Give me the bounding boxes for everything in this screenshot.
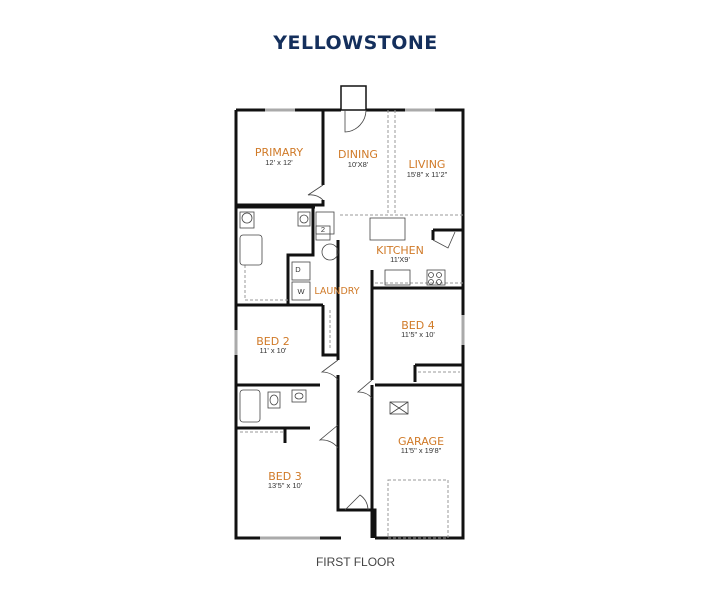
room-bed3: BED 3 13'5" x 10' xyxy=(268,470,303,490)
room-name: BED 3 xyxy=(268,470,301,483)
room-bed4: BED 4 11'5" x 10' xyxy=(401,319,435,339)
interior-walls xyxy=(236,110,463,538)
room-size: 10'X8' xyxy=(348,160,369,169)
windows xyxy=(234,108,465,540)
room-size: 15'8" x 11'2" xyxy=(407,170,448,179)
room-garage: GARAGE 11'5" x 19'8" xyxy=(398,435,444,455)
room-primary: PRIMARY 12' x 12' xyxy=(255,146,303,167)
room-size: 11'X9' xyxy=(390,255,410,264)
room-bed2: BED 2 11' x 10' xyxy=(256,335,289,355)
washer-label: W xyxy=(297,287,305,296)
room-dining: DINING 10'X8' xyxy=(338,148,378,169)
plan-title: YELLOWSTONE xyxy=(273,32,438,54)
floor-caption: FIRST FLOOR xyxy=(315,555,396,569)
room-name: BED 2 xyxy=(256,335,289,348)
room-name: KITCHEN xyxy=(376,244,424,257)
room-name: LAUNDRY xyxy=(314,286,359,297)
room-name: GARAGE xyxy=(398,435,444,448)
room-size: 11'5" x 19'8" xyxy=(401,446,442,455)
room-name: BED 4 xyxy=(401,319,434,332)
room-name: PRIMARY xyxy=(255,146,303,159)
room-size: 11' x 10' xyxy=(260,346,287,355)
fixtures xyxy=(239,211,446,423)
room-size: 13'5" x 10' xyxy=(268,481,303,490)
water-heater-label: 2 xyxy=(321,225,325,234)
room-size: 11'5" x 10' xyxy=(401,330,435,339)
doors xyxy=(307,109,456,511)
room-laundry: LAUNDRY xyxy=(314,286,359,297)
room-living: LIVING 15'8" x 11'2" xyxy=(407,158,448,179)
room-name: DINING xyxy=(338,148,378,161)
dryer-label: D xyxy=(295,265,301,274)
room-size: 12' x 12' xyxy=(265,158,293,167)
room-kitchen: KITCHEN 11'X9' xyxy=(376,244,424,264)
dashed-lines xyxy=(240,110,463,539)
room-name: LIVING xyxy=(409,158,446,171)
